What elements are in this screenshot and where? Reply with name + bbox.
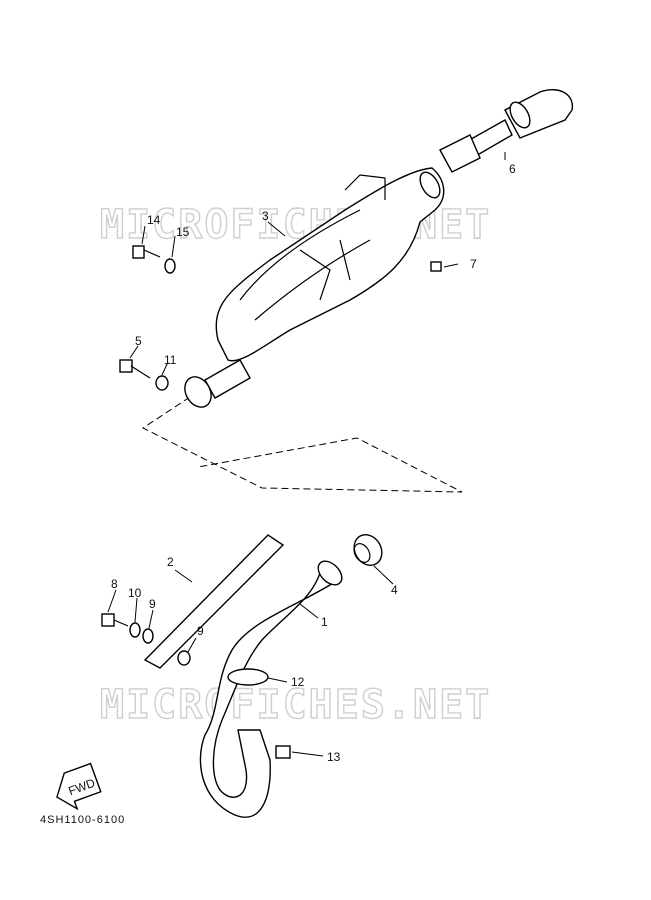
nut-13	[275, 745, 291, 759]
label-2: 2	[167, 555, 174, 569]
label-7: 7	[470, 257, 477, 271]
label-10: 10	[128, 586, 142, 600]
washer-15	[164, 258, 176, 274]
forward-arrow-icon: FWD	[56, 762, 102, 811]
label-6: 6	[509, 162, 516, 176]
label-5: 5	[135, 334, 142, 348]
label-3: 3	[262, 209, 269, 223]
washer-9b	[177, 650, 191, 666]
label-11: 11	[164, 353, 177, 367]
watermark-bottom: MICROFICHES.NET	[100, 682, 491, 728]
bolt-5	[119, 359, 151, 379]
washer-9a	[142, 628, 154, 644]
gasket-12	[227, 668, 269, 686]
muffler-part	[184, 167, 445, 408]
exhaust-pipe-part	[199, 560, 343, 818]
part-labels: 1 2 3 4 5 6 7 8 9 9 10 11 12 13 14 15	[111, 162, 516, 764]
diagram-code: 4SH1100-6100	[40, 814, 125, 826]
bracket-2	[143, 534, 285, 669]
reference-outline	[142, 396, 463, 493]
label-4: 4	[391, 583, 398, 597]
washer-11	[155, 375, 169, 391]
tail-pipe-part	[439, 89, 574, 173]
label-8: 8	[111, 577, 118, 591]
washer-10	[129, 622, 141, 638]
bolt-7	[430, 261, 442, 272]
label-9b: 9	[197, 624, 204, 638]
bolt-14	[132, 245, 161, 259]
label-13: 13	[327, 750, 341, 764]
label-12: 12	[291, 675, 305, 689]
label-9a: 9	[149, 597, 156, 611]
bolt-8	[101, 613, 129, 627]
gasket-4	[353, 533, 383, 567]
label-14: 14	[147, 213, 161, 227]
label-15: 15	[176, 225, 190, 239]
leader-lines	[107, 152, 506, 757]
label-1: 1	[321, 615, 328, 629]
